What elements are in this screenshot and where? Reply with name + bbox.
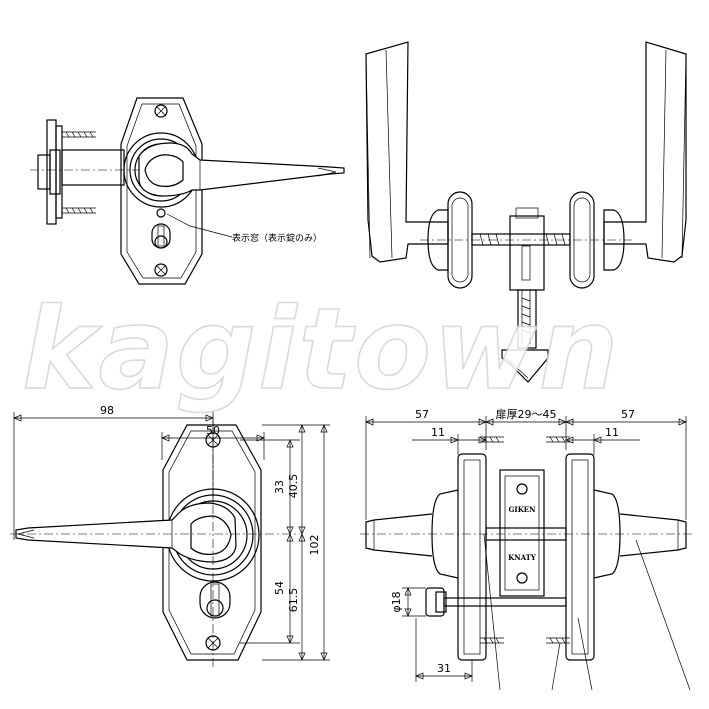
top-view-top-right xyxy=(365,41,687,383)
section-view-bottom-right: 57 扉厚29～45 57 11 11 GIKEN xyxy=(360,408,692,691)
screw-icon xyxy=(62,207,96,214)
dimension-upper-outer: 40.5 xyxy=(287,474,300,499)
dimension-right-rose-depth: 11 xyxy=(605,426,619,439)
dimension-knob-diameter: φ18 xyxy=(390,591,403,612)
dimension-upper-to-center: 33 xyxy=(273,480,286,494)
dimension-lower-outer: 61.5 xyxy=(287,588,300,613)
screw-icon xyxy=(546,436,570,443)
screw-icon xyxy=(480,436,504,443)
screw-icon xyxy=(546,637,570,644)
dimension-right-projection: 57 xyxy=(621,408,635,421)
dimension-left-projection: 57 xyxy=(415,408,429,421)
dimension-lower-to-center: 54 xyxy=(273,581,286,595)
plate-brand-top: GIKEN xyxy=(508,505,536,514)
screw-icon xyxy=(521,290,531,344)
dimension-door-thickness: 扉厚29～45 xyxy=(496,408,557,421)
screw-icon xyxy=(62,131,96,138)
front-view-bottom-left: 98 50 3 xyxy=(10,404,330,668)
dimension-overall-width: 98 xyxy=(100,404,114,417)
screw-icon xyxy=(480,637,504,644)
dimension-left-rose-depth: 11 xyxy=(431,426,445,439)
dimension-knob-offset: 31 xyxy=(437,662,451,675)
plate-brand-bottom: KNATY xyxy=(508,553,537,562)
dimension-overall-height: 102 xyxy=(308,535,321,556)
watermark-text: kagitown xyxy=(22,285,620,415)
indicator-window-note: 表示窓（表示錠のみ） xyxy=(232,232,322,244)
side-view-top-left: 表示窓（表示錠のみ） xyxy=(30,97,345,285)
